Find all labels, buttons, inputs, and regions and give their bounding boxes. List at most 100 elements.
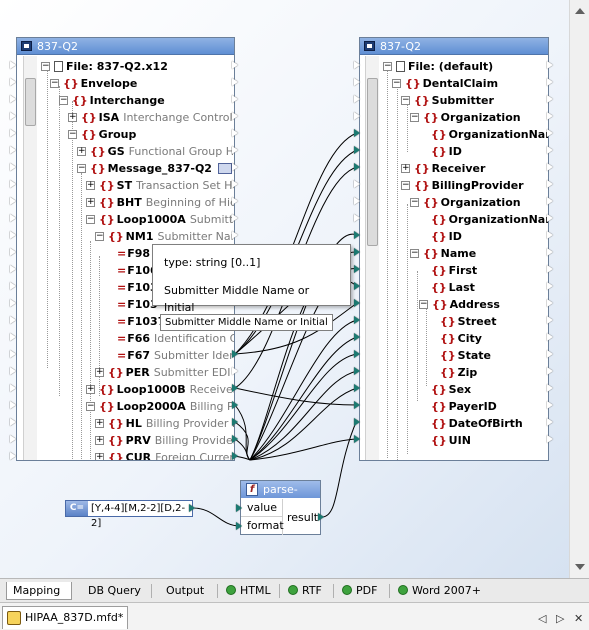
expand-toggle-icon[interactable]: +	[95, 452, 104, 460]
source-tree-scrollbar[interactable]	[23, 56, 37, 460]
tab-mapping[interactable]: Mapping	[6, 582, 72, 600]
constant-component[interactable]: C= [Y,4-4][M,2-2][D,2-2]	[65, 500, 193, 529]
collapse-toggle-icon[interactable]: −	[59, 95, 68, 105]
function-format-connector[interactable]	[236, 522, 242, 530]
tree-row-f1035[interactable]: =F103	[117, 281, 158, 294]
tree-row-receiver[interactable]: +{}Receiver	[401, 162, 486, 175]
tree-row-state[interactable]: {}State	[440, 349, 491, 362]
scroll-up-arrow-icon[interactable]	[575, 8, 585, 14]
tree-row-f1065[interactable]: =F106	[117, 264, 158, 277]
constant-value[interactable]: [Y,4-4][M,2-2][D,2-2]	[91, 503, 186, 529]
target-tree[interactable]: −File: (default) −{}DentalClaim −{}Submi…	[360, 56, 548, 460]
tree-row-sex[interactable]: {}Sex	[431, 383, 472, 396]
target-tree-scrollbar[interactable]	[365, 56, 379, 460]
tree-row-f1037[interactable]: =F1037	[117, 315, 166, 328]
function-output-result[interactable]: result	[287, 511, 319, 524]
collapse-toggle-icon[interactable]: −	[410, 248, 419, 258]
tree-row-f98[interactable]: =F98	[117, 247, 151, 260]
expand-toggle-icon[interactable]: +	[86, 197, 95, 207]
collapse-toggle-icon[interactable]: −	[410, 197, 419, 207]
parse-date-function[interactable]: f parse-date value format result	[240, 480, 321, 535]
collapse-toggle-icon[interactable]: −	[86, 214, 95, 224]
expand-toggle-icon[interactable]: +	[401, 163, 410, 173]
tree-row-last[interactable]: {}Last	[431, 281, 475, 294]
tree-row-organizationname[interactable]: {}OrganizationName	[431, 213, 548, 226]
function-result-connector[interactable]	[318, 513, 324, 521]
tree-row-zip[interactable]: {}Zip	[440, 366, 478, 379]
function-input-value[interactable]: value	[247, 501, 278, 514]
function-input-format[interactable]: format	[247, 519, 284, 532]
tree-row-f1036[interactable]: =F103	[117, 298, 158, 311]
tree-row-address[interactable]: −{}Address	[419, 298, 500, 311]
collapse-toggle-icon[interactable]: −	[401, 95, 410, 105]
tree-row-first[interactable]: {}First	[431, 264, 478, 277]
collapse-toggle-icon[interactable]: −	[410, 112, 419, 122]
expand-toggle-icon[interactable]: +	[77, 146, 86, 156]
tree-row-envelope[interactable]: −{}Envelope	[50, 77, 138, 90]
source-component-title-bar[interactable]: 837-Q2	[17, 38, 234, 55]
tree-row-organizationname[interactable]: {}OrganizationName	[431, 128, 548, 141]
expand-toggle-icon[interactable]: +	[95, 435, 104, 445]
tree-row-billingprovider[interactable]: −{}BillingProvider	[401, 179, 524, 192]
scrollbar-thumb[interactable]	[367, 78, 378, 246]
tree-row-organization[interactable]: −{}Organization	[410, 196, 521, 209]
close-document-icon[interactable]: ✕	[574, 612, 584, 625]
collapse-toggle-icon[interactable]: −	[77, 163, 86, 173]
expand-toggle-icon[interactable]: +	[95, 418, 104, 428]
collapse-toggle-icon[interactable]: −	[41, 61, 50, 71]
expand-toggle-icon[interactable]: +	[95, 367, 104, 377]
collapse-toggle-icon[interactable]: −	[50, 78, 59, 88]
tree-row-file[interactable]: −File: (default)	[383, 60, 494, 73]
tree-row-organization[interactable]: −{}Organization	[410, 111, 521, 124]
tree-row-street[interactable]: {}Street	[440, 315, 497, 328]
scroll-down-arrow-icon[interactable]	[575, 564, 585, 570]
function-value-connector[interactable]	[236, 504, 242, 512]
tree-row-interchange[interactable]: −{}Interchange	[59, 94, 165, 107]
expand-toggle-icon[interactable]: +	[86, 180, 95, 190]
target-component[interactable]: 837-Q2 −File: (default) −{}DentalClaim −…	[359, 37, 549, 461]
tree-row-id[interactable]: {}ID	[431, 230, 462, 243]
tree-row-group[interactable]: −{}Group	[68, 128, 137, 141]
collapse-toggle-icon[interactable]: −	[401, 180, 410, 190]
scrollbar-thumb[interactable]	[25, 78, 36, 126]
tab-pdf[interactable]: PDF	[336, 582, 390, 600]
tree-row-id[interactable]: {}ID	[431, 145, 462, 158]
expand-toggle-icon[interactable]: +	[68, 112, 77, 122]
collapse-toggle-icon[interactable]: −	[383, 61, 392, 71]
function-title-bar[interactable]: f parse-date	[241, 481, 320, 513]
collapse-toggle-icon[interactable]: −	[419, 299, 428, 309]
tree-row-uin[interactable]: {}UIN	[431, 434, 471, 447]
tree-row-submitter[interactable]: −{}Submitter	[401, 94, 494, 107]
tree-row-name[interactable]: −{}Name	[410, 247, 477, 260]
tab-db-query[interactable]: DB Query	[82, 582, 152, 600]
document-tab[interactable]: HIPAA_837D.mfd*	[2, 606, 128, 629]
tab-output[interactable]: Output	[160, 582, 218, 600]
tab-word[interactable]: Word 2007+	[392, 582, 482, 600]
collapse-toggle-icon[interactable]: −	[68, 129, 77, 139]
source-tree[interactable]: −File: 837-Q2.x12 −{}Envelope −{}Interch…	[17, 56, 234, 460]
tree-row-dentalclaim[interactable]: −{}DentalClaim	[392, 77, 499, 90]
expand-toggle-icon[interactable]: +	[86, 384, 95, 394]
prev-document-icon[interactable]: ◁	[538, 612, 547, 625]
constant-output-connector[interactable]	[189, 504, 195, 512]
tree-row-payerid[interactable]: {}PayerID	[431, 400, 497, 413]
collapse-toggle-icon[interactable]: −	[95, 231, 104, 241]
tree-row-dateofbirth[interactable]: {}DateOfBirth	[431, 417, 523, 430]
collapse-toggle-icon[interactable]: −	[392, 78, 401, 88]
canvas-vertical-scrollbar[interactable]	[569, 0, 589, 578]
collapse-toggle-icon[interactable]: −	[86, 401, 95, 411]
tree-row-message[interactable]: −{}Message_837-Q2He	[77, 160, 234, 177]
tree-row-file[interactable]: −File: 837-Q2.x12	[41, 60, 168, 73]
